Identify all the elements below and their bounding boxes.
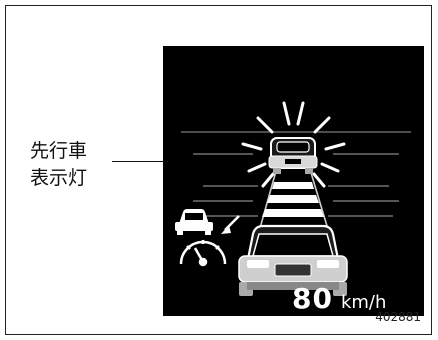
arrow-down-left-icon [221, 215, 240, 234]
figure-code: 402881 [375, 310, 421, 324]
instrument-display: 80 km/h [163, 46, 424, 316]
lead-vehicle-icon [268, 137, 318, 174]
speed-unit: km/h [340, 292, 387, 313]
distance-bars [262, 182, 324, 217]
lead-vehicle-indicator-callout: 先行車 表示灯 [30, 138, 120, 192]
small-car-icon [175, 209, 213, 235]
speedometer-icon [179, 240, 227, 267]
display-graphics [175, 101, 411, 296]
car-speedometer-icon [175, 209, 240, 267]
speed-value: 80 [292, 282, 333, 315]
flash-rays-icon [241, 101, 346, 188]
own-vehicle-icon [238, 224, 348, 296]
callout-line-1: 先行車 [30, 140, 88, 162]
figure-frame: 先行車 表示灯 [5, 5, 432, 335]
set-speed-readout: 80 km/h [292, 282, 387, 315]
callout-line-2: 表示灯 [30, 167, 88, 189]
